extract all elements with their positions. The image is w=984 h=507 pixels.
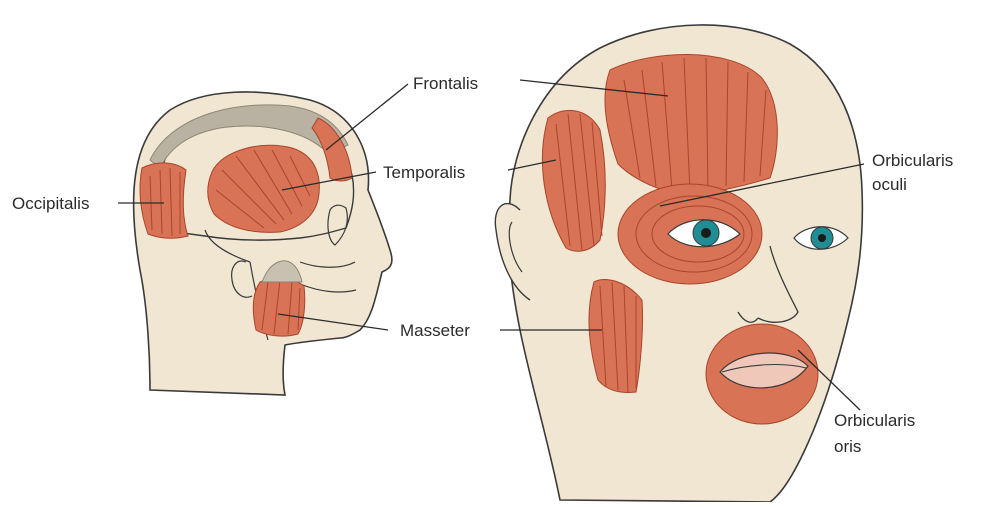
label-orbicularis-oris-line1: Orbicularis <box>834 411 915 430</box>
label-frontalis: Frontalis <box>413 74 478 93</box>
label-orbicularis-oris-line2: oris <box>834 437 861 456</box>
label-temporalis: Temporalis <box>383 163 465 182</box>
eye-right-pupil <box>818 234 826 242</box>
label-masseter: Masseter <box>400 321 470 340</box>
front-view-head <box>495 25 862 502</box>
occipitalis-muscle <box>140 163 188 238</box>
label-orbicularis-oculi-line2: oculi <box>872 175 907 194</box>
label-occipitalis: Occipitalis <box>12 194 89 213</box>
front-masseter-muscle <box>589 279 642 392</box>
side-view-head <box>134 92 392 395</box>
eye-left-pupil <box>701 228 711 238</box>
temporalis-muscle <box>208 145 320 232</box>
label-orbicularis-oculi-line1: Orbicularis <box>872 151 953 170</box>
front-frontalis-muscle <box>605 54 777 196</box>
